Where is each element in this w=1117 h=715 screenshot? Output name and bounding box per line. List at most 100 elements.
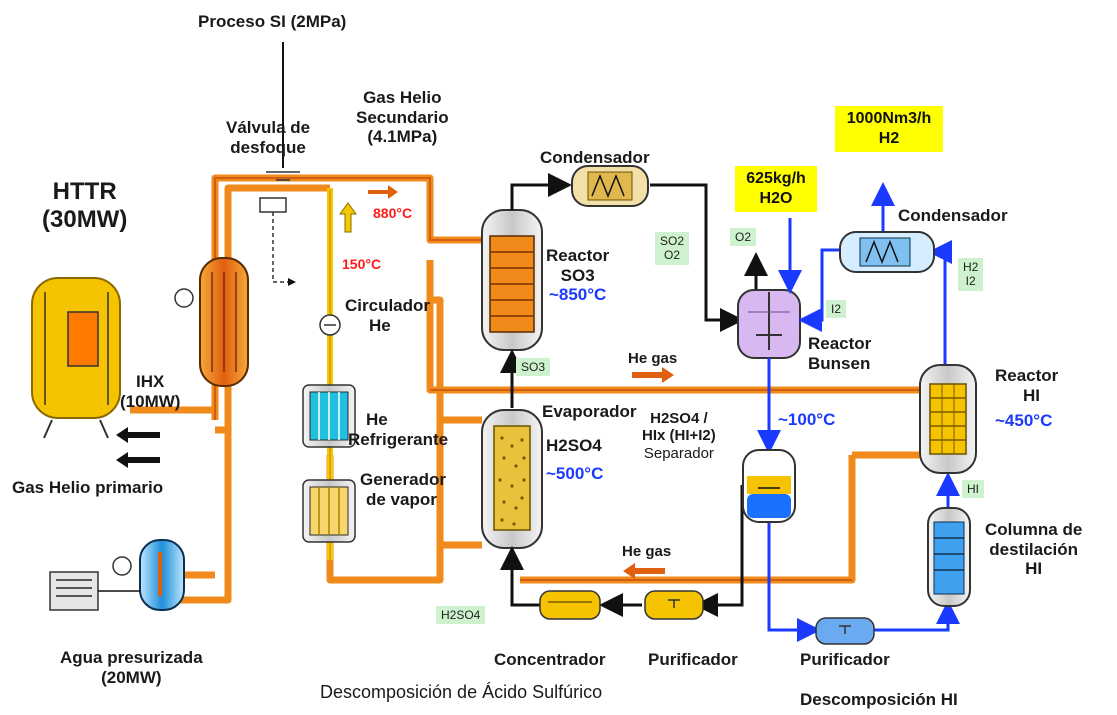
he-gas-bottom-label: He gas (622, 543, 672, 560)
left-purifier-label: Purificador (648, 650, 738, 669)
he-cooler-unit (302, 384, 356, 448)
hi-reactor-line2: HI (1023, 385, 1040, 405)
hi-side-lines (757, 182, 960, 642)
o2-tag: O2 (730, 228, 757, 247)
h2-text: H2 (963, 260, 979, 274)
orange-flow-arrow (368, 185, 398, 199)
httr-label: HTTR (30MW) (42, 178, 127, 233)
bunsen-line1: Reactor (808, 334, 872, 353)
i2-tag: I2 (826, 300, 847, 319)
right-condenser-label: Condensador (898, 206, 1008, 225)
he-cooler-label: He Refrigerante (348, 410, 448, 449)
httr-power: (30MW) (42, 205, 128, 233)
pressurized-water-name: Agua presurizada (60, 648, 203, 667)
relief-valve-line1: Válvula de (226, 118, 311, 137)
separator-line1: H2SO4 / (650, 410, 708, 427)
temp-150-label: 150°C (342, 256, 382, 272)
left-condenser (571, 165, 649, 207)
distillation-label: Columna de destilación HI (985, 520, 1082, 579)
water-feed-chem: H2O (759, 190, 793, 207)
relief-valve-label: Válvula de desfoque (226, 118, 310, 157)
ihx-vessel (174, 257, 249, 387)
hi-reactor-line1: Reactor (995, 366, 1059, 385)
bunsen-reactor-vessel (737, 289, 801, 359)
distillation-line1: Columna de (985, 520, 1083, 539)
temp-880-label: 880°C (373, 205, 413, 221)
hi-reactor-label: Reactor HI ~450°C (995, 366, 1058, 431)
temp-100-label: ~100°C (778, 410, 836, 429)
evaporator-temp: ~500°C (546, 464, 604, 483)
relief-valve-line2: desfoque (230, 137, 306, 157)
yellow-up-arrow (339, 202, 357, 233)
o2-text: O2 (664, 248, 681, 263)
hi-reactor-temp: ~450°C (995, 411, 1053, 431)
so3-reactor-line2: SO3 (560, 265, 595, 285)
pressurized-water-label: Agua presurizada (20MW) (60, 648, 203, 687)
i2-text: I2 (965, 274, 976, 289)
hydrogen-output-box: 1000Nm3/h H2 (835, 106, 943, 152)
he-cooler-line2: Refrigerante (348, 429, 449, 449)
circulator-label: Circulador He (345, 296, 430, 335)
separator-vessel (742, 449, 796, 523)
circulator-line1: Circulador (345, 296, 431, 315)
steam-generator-unit (302, 479, 356, 543)
httr-reactor-vessel (31, 277, 121, 439)
secondary-gas-line1: Gas Helio (363, 88, 442, 107)
httr-name: HTTR (52, 178, 117, 205)
secondary-gas-label: Gas Helio Secundario (4.1MPa) (356, 88, 449, 147)
water-feed-box: 625kg/h H2O (735, 166, 817, 212)
concentrator-label: Concentrador (494, 650, 606, 669)
hydrogen-output-chem: H2 (878, 130, 900, 147)
hi-tag: HI (962, 480, 984, 499)
right-purifier-label: Purificador (800, 650, 890, 669)
steam-generator-label: Generador de vapor (360, 470, 446, 509)
he-cooler-line1: He (366, 410, 388, 429)
distillation-line2: destilación (989, 539, 1079, 559)
steam-generator-line2: de vapor (366, 489, 437, 509)
concentrator-unit (539, 590, 601, 620)
he-gas-top-label: He gas (628, 350, 678, 367)
ihx-label: IHX (10MW) (120, 372, 180, 411)
evaporator-column (481, 409, 543, 549)
sulfuric-acid-lines (500, 173, 768, 617)
so2-text: SO2 (660, 234, 685, 248)
bunsen-reactor-label: Reactor Bunsen (808, 334, 871, 373)
he-gas-arrow-bottom (623, 563, 665, 579)
steam-generator-line1: Generador (360, 470, 446, 489)
hi-reactor-column (919, 364, 977, 474)
left-purifier-unit (644, 590, 704, 620)
ihx-name: IHX (136, 372, 165, 391)
relief-valve-symbol (259, 171, 300, 286)
circulator-line2: He (369, 315, 391, 335)
he-gas-arrow-top (632, 367, 674, 383)
pressurized-water-cooler (49, 539, 185, 611)
so3-reactor-temp: ~850°C (548, 285, 607, 305)
so3-reactor-column (481, 209, 543, 351)
so2-o2-tag: SO2 O2 (655, 232, 690, 265)
primary-gas-arrows (116, 427, 160, 468)
sulfuric-section-title: Descomposición de Ácido Sulfúrico (320, 682, 603, 702)
secondary-gas-line3: (4.1MPa) (367, 127, 438, 147)
left-condenser-label: Condensador (540, 148, 650, 167)
h2-i2-tag: H2 I2 (958, 258, 984, 291)
water-feed-rate: 625kg/h (746, 170, 806, 187)
distillation-column (927, 507, 971, 607)
distillation-line3: HI (1025, 559, 1043, 579)
secondary-gas-line2: Secundario (356, 107, 449, 127)
right-purifier-unit (815, 617, 875, 645)
separator-line2: HIx (HI+I2) (642, 427, 716, 445)
so3-tag: SO3 (516, 358, 551, 377)
pressurized-water-power: (20MW) (101, 667, 162, 687)
primary-gas-label: Gas Helio primario (12, 478, 164, 497)
so3-reactor-label: Reactor SO3 ~850°C (546, 246, 609, 305)
evaporator-label: Evaporador (542, 402, 637, 421)
right-condenser (839, 231, 935, 273)
so3-reactor-line1: Reactor (546, 246, 610, 265)
bunsen-line2: Bunsen (808, 353, 871, 373)
hydrogen-output-rate: 1000Nm3/h (846, 110, 932, 127)
he-circulator (319, 314, 341, 336)
separator-line3: Separador (643, 444, 714, 462)
hi-section-title: Descomposición HI (800, 690, 958, 709)
